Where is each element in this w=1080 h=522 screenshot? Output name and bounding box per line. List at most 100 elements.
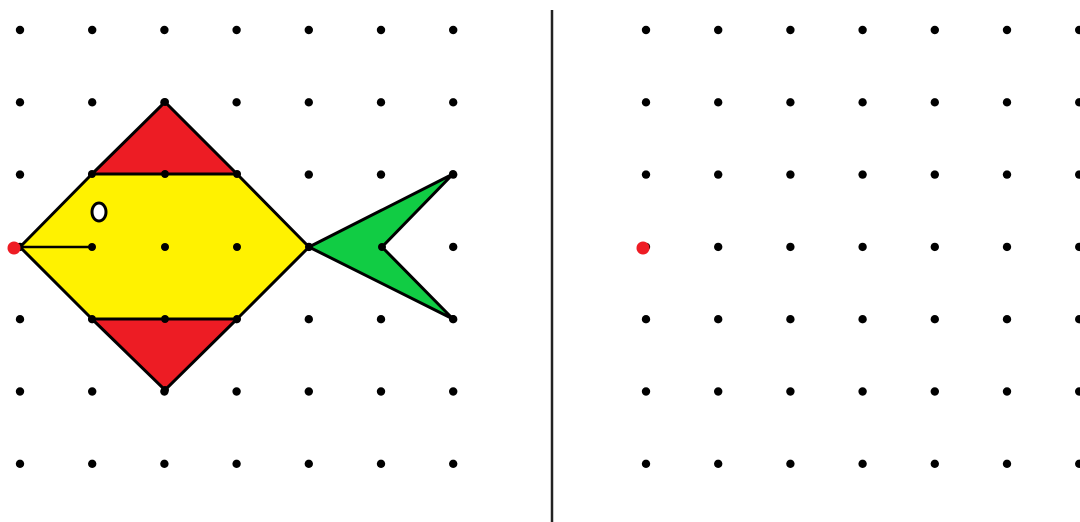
grid-dot bbox=[449, 460, 457, 468]
grid-dot bbox=[377, 315, 385, 323]
grid-dot bbox=[16, 170, 24, 178]
grid-dot bbox=[377, 170, 385, 178]
grid-dot bbox=[232, 460, 240, 468]
grid-dot bbox=[786, 387, 794, 395]
grid-dot bbox=[305, 26, 313, 34]
grid-dot bbox=[449, 315, 457, 323]
grid-dot bbox=[1075, 98, 1080, 106]
grid-dot bbox=[232, 26, 240, 34]
grid-dot bbox=[642, 98, 650, 106]
right-dot-grid bbox=[642, 26, 1080, 468]
grid-dot bbox=[161, 243, 169, 251]
grid-dot bbox=[858, 170, 866, 178]
grid-dot bbox=[305, 243, 313, 251]
grid-dot bbox=[714, 26, 722, 34]
start-point-icon bbox=[637, 242, 650, 255]
grid-dot bbox=[714, 387, 722, 395]
grid-dot bbox=[377, 98, 385, 106]
grid-dot bbox=[714, 460, 722, 468]
grid-dot bbox=[858, 26, 866, 34]
grid-dot bbox=[714, 243, 722, 251]
grid-dot bbox=[714, 98, 722, 106]
grid-dot bbox=[931, 315, 939, 323]
grid-dot bbox=[305, 460, 313, 468]
grid-dot bbox=[305, 387, 313, 395]
grid-dot bbox=[858, 243, 866, 251]
grid-dot bbox=[931, 170, 939, 178]
grid-dot bbox=[1075, 315, 1080, 323]
grid-dot bbox=[161, 98, 169, 106]
grid-dot bbox=[88, 243, 96, 251]
grid-dot bbox=[1003, 98, 1011, 106]
bottom-fin bbox=[92, 319, 237, 390]
grid-dot bbox=[16, 387, 24, 395]
fish-eye bbox=[92, 203, 106, 221]
grid-dot bbox=[1003, 243, 1011, 251]
grid-dot bbox=[642, 315, 650, 323]
grid-dot bbox=[642, 170, 650, 178]
grid-dot bbox=[449, 387, 457, 395]
grid-dot bbox=[1003, 387, 1011, 395]
grid-dot bbox=[16, 315, 24, 323]
grid-dot bbox=[88, 26, 96, 34]
grid-dot bbox=[642, 460, 650, 468]
grid-dot bbox=[88, 170, 96, 178]
grid-dot bbox=[1003, 315, 1011, 323]
grid-dot bbox=[161, 386, 169, 394]
grid-dot bbox=[377, 26, 385, 34]
grid-dot bbox=[931, 26, 939, 34]
grid-dot bbox=[161, 170, 169, 178]
grid-dot bbox=[642, 26, 650, 34]
grid-dot bbox=[16, 26, 24, 34]
grid-dot bbox=[642, 387, 650, 395]
grid-dot bbox=[449, 26, 457, 34]
grid-dot bbox=[88, 387, 96, 395]
start-point-icon bbox=[8, 242, 21, 255]
grid-dot bbox=[160, 460, 168, 468]
grid-dot bbox=[305, 98, 313, 106]
grid-dot bbox=[160, 26, 168, 34]
grid-dot bbox=[449, 98, 457, 106]
grid-dot bbox=[16, 98, 24, 106]
grid-dot bbox=[858, 460, 866, 468]
grid-dot bbox=[931, 98, 939, 106]
grid-dot bbox=[786, 315, 794, 323]
grid-dot bbox=[88, 315, 96, 323]
grid-dot bbox=[786, 460, 794, 468]
grid-dot bbox=[858, 315, 866, 323]
grid-dot bbox=[1003, 26, 1011, 34]
grid-dot bbox=[714, 170, 722, 178]
grid-dot bbox=[305, 315, 313, 323]
grid-dot bbox=[233, 243, 241, 251]
grid-dot bbox=[233, 315, 241, 323]
grid-dot bbox=[449, 170, 457, 178]
grid-dot bbox=[1003, 460, 1011, 468]
grid-dot bbox=[1075, 26, 1080, 34]
grid-dot bbox=[233, 170, 241, 178]
grid-dot bbox=[377, 460, 385, 468]
grid-dot bbox=[305, 170, 313, 178]
top-fin bbox=[92, 102, 237, 174]
grid-dot bbox=[786, 26, 794, 34]
grid-dot bbox=[931, 460, 939, 468]
grid-dot bbox=[88, 460, 96, 468]
grid-dot bbox=[786, 170, 794, 178]
grid-dot bbox=[378, 243, 386, 251]
grid-dot bbox=[1003, 170, 1011, 178]
grid-dot bbox=[1075, 243, 1080, 251]
grid-dot bbox=[1075, 170, 1080, 178]
grid-dot bbox=[786, 243, 794, 251]
grid-dot bbox=[16, 460, 24, 468]
grid-dot bbox=[232, 387, 240, 395]
grid-dot bbox=[88, 98, 96, 106]
grid-dot bbox=[1075, 460, 1080, 468]
grid-dot bbox=[161, 315, 169, 323]
grid-dot bbox=[786, 98, 794, 106]
grid-dot bbox=[858, 387, 866, 395]
grid-dot bbox=[1075, 387, 1080, 395]
grid-dot bbox=[858, 98, 866, 106]
grid-dot bbox=[714, 315, 722, 323]
grid-dot bbox=[232, 98, 240, 106]
